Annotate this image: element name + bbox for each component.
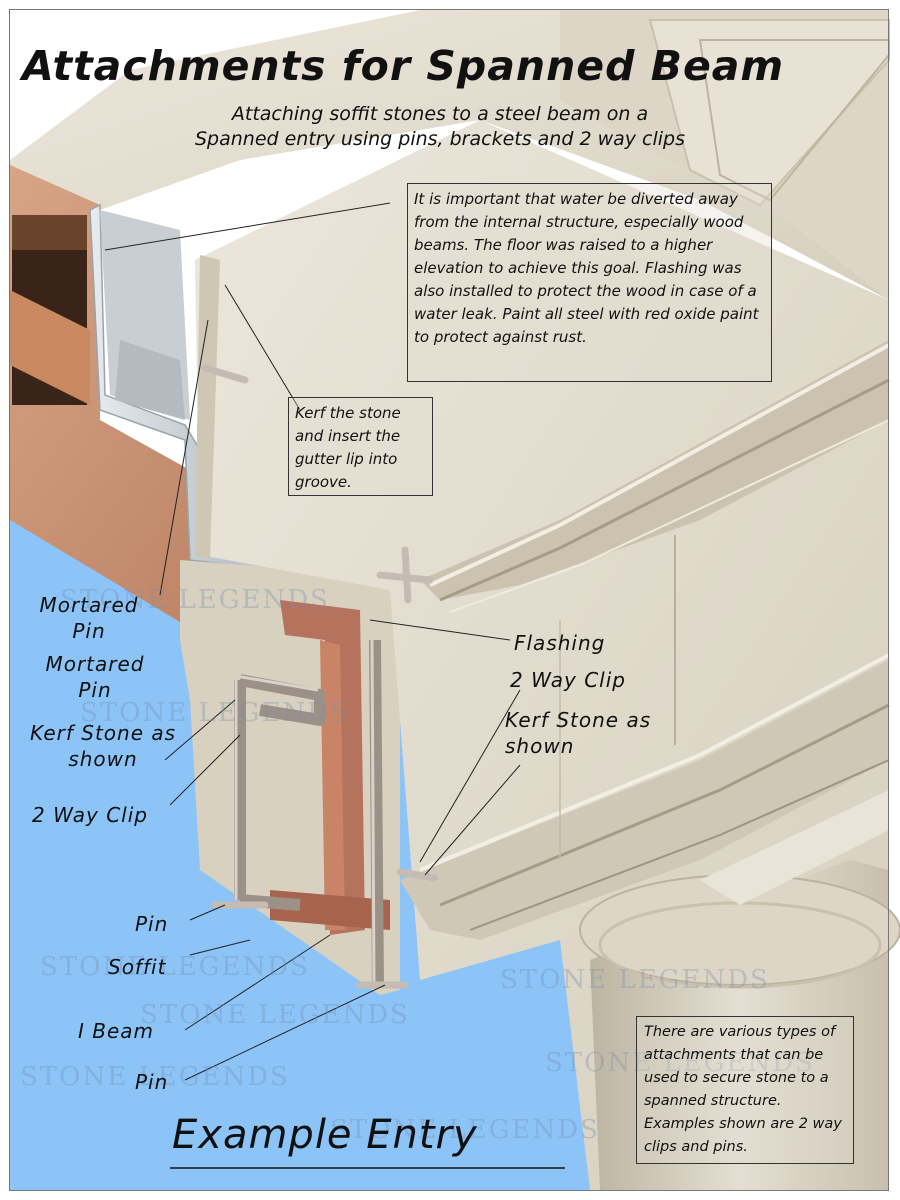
- note-water-diversion: It is important that water be diverted a…: [407, 183, 772, 382]
- label-mortared-pin-2: Mortared Pin: [45, 652, 145, 702]
- watermark: STONE LEGENDS: [20, 1062, 290, 1092]
- note-kerf-stone: Kerf the stone and insert the gutter lip…: [288, 397, 433, 496]
- watermark: STONE LEGENDS: [40, 952, 310, 982]
- label-kerf-stone-left: Kerf Stone as shown: [29, 721, 177, 771]
- subtitle-line-2: Spanned entry using pins, brackets and 2…: [194, 128, 686, 150]
- leader-lines: [104, 202, 521, 1081]
- label-kerf-stone-right: Kerf Stone as shown: [505, 708, 652, 758]
- pins: [201, 364, 439, 989]
- bracket-frame: [234, 639, 384, 986]
- subtitle-line-1: Attaching soffit stones to a steel beam …: [231, 103, 649, 125]
- label-pin-2: Pin: [135, 1070, 169, 1094]
- watermark: STONE LEGENDS: [80, 698, 350, 728]
- watermark: STONE LEGENDS: [60, 585, 330, 615]
- watermark: STONE LEGENDS: [330, 1115, 600, 1145]
- caption-example-entry: Example Entry: [172, 1112, 478, 1158]
- label-i-beam: I Beam: [78, 1019, 155, 1043]
- label-mortared-pin-1: Mortared Pin: [39, 593, 139, 643]
- label-two-way-clip-left: 2 Way Clip: [32, 803, 148, 827]
- label-flashing: Flashing: [514, 631, 606, 655]
- label-pin-1: Pin: [135, 912, 169, 936]
- label-two-way-clip-right: 2 Way Clip: [510, 668, 626, 692]
- steel-i-beam: [280, 600, 365, 935]
- label-soffit: Soffit: [108, 955, 167, 979]
- caption-underline: [170, 1167, 565, 1169]
- stone-side-face: [195, 255, 220, 560]
- note-attachment-types: There are various types of attachments t…: [636, 1016, 854, 1164]
- page-title: Attachments for Spanned Beam: [22, 42, 785, 90]
- watermark: STONE LEGENDS: [140, 1000, 410, 1030]
- watermark: STONE LEGENDS: [545, 1048, 815, 1078]
- page-subtitle: Attaching soffit stones to a steel beam …: [60, 102, 820, 152]
- watermark: STONE LEGENDS: [500, 965, 770, 995]
